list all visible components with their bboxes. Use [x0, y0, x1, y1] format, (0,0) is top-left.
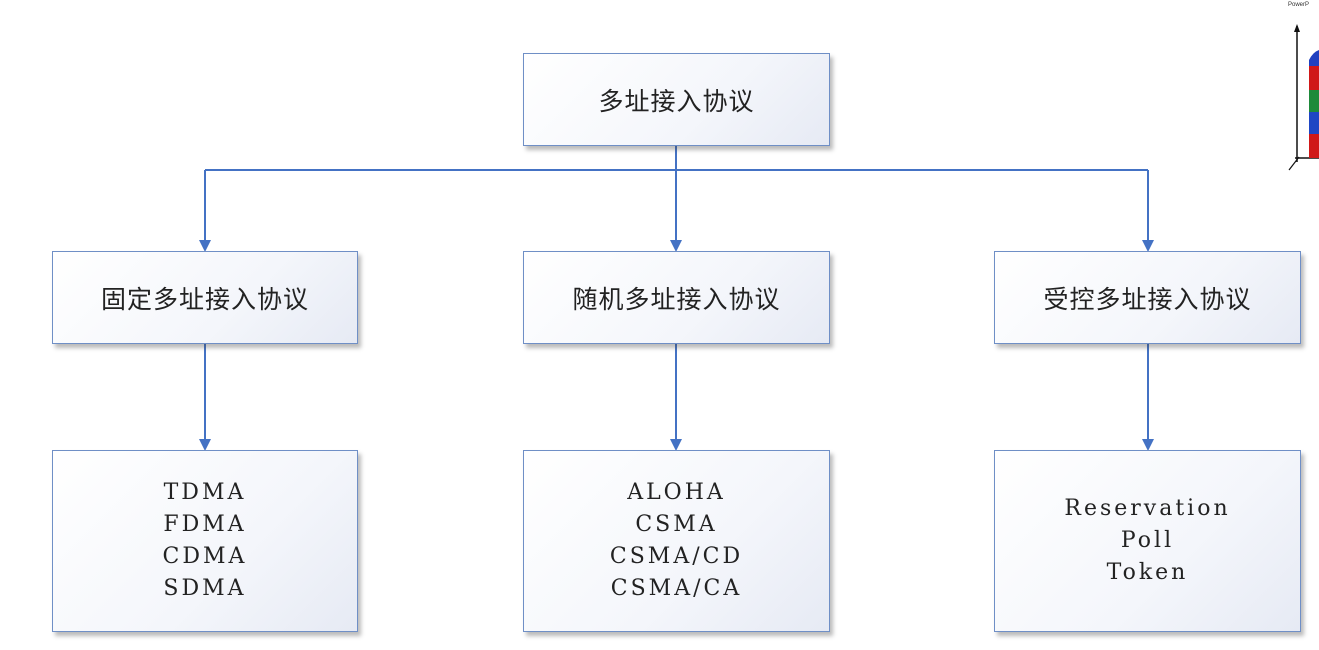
protocol-item: Poll	[1120, 528, 1175, 553]
protocol-item: CDMA	[162, 544, 248, 569]
protocol-item: Reservation	[1064, 496, 1231, 521]
category-label: 固定多址接入协议	[100, 284, 309, 314]
protocol-item: ALOHA	[627, 480, 726, 505]
category-node-fixed: 固定多址接入协议	[52, 251, 358, 344]
category-node-random: 随机多址接入协议	[523, 251, 830, 344]
protocol-list-controlled: Reservation Poll Token	[994, 450, 1301, 632]
protocol-list-random: ALOHA CSMA CSMA/CD CSMA/CA	[523, 450, 830, 632]
protocol-item: FDMA	[163, 512, 247, 537]
root-node: 多址接入协议	[523, 53, 830, 146]
root-label: 多址接入协议	[598, 86, 755, 116]
protocol-item: SDMA	[163, 576, 247, 601]
protocol-list-fixed: TDMA FDMA CDMA SDMA	[52, 450, 358, 632]
protocol-item: CSMA/CD	[609, 544, 744, 569]
protocol-item: CSMA/CA	[610, 576, 743, 601]
corner-icon-label: PowerP	[1288, 2, 1309, 8]
protocol-item: TDMA	[163, 480, 247, 505]
protocol-item: CSMA	[635, 512, 718, 537]
category-label: 受控多址接入协议	[1043, 284, 1252, 314]
category-node-controlled: 受控多址接入协议	[994, 251, 1301, 344]
powerpoint-chart-icon: PowerP	[1288, 2, 1319, 171]
category-label: 随机多址接入协议	[572, 284, 781, 314]
protocol-item: Token	[1106, 560, 1189, 585]
